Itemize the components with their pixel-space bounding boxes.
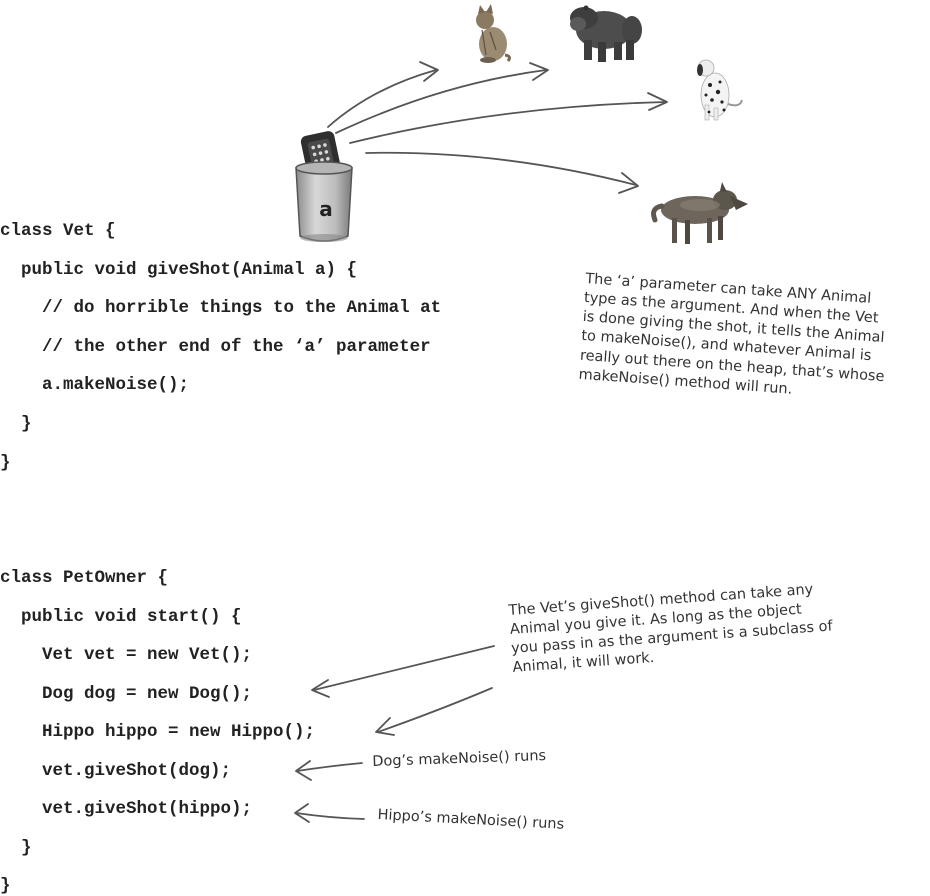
arrow-dog-noise bbox=[295, 760, 363, 781]
petowner-line-1: class PetOwner { bbox=[0, 568, 169, 588]
arrow-to-hippo-line bbox=[375, 687, 493, 736]
hippo-icon bbox=[570, 5, 642, 62]
petowner-line-2: public void start() { bbox=[0, 607, 242, 627]
wolf-icon bbox=[651, 182, 748, 244]
arrow-to-cat bbox=[327, 61, 439, 128]
vet-line-3: // do horrible things to the Animal at bbox=[0, 298, 442, 318]
petowner-line-7: vet.giveShot(hippo); bbox=[0, 799, 253, 819]
petowner-line-8: } bbox=[0, 838, 32, 858]
vet-line-5: a.makeNoise(); bbox=[0, 375, 190, 395]
remote-label: a bbox=[319, 197, 333, 221]
vet-line-7: } bbox=[0, 453, 11, 473]
petowner-line-6: vet.giveShot(dog); bbox=[0, 761, 232, 781]
vet-line-2: public void giveShot(Animal a) { bbox=[0, 260, 358, 280]
petowner-line-4: Dog dog = new Dog(); bbox=[0, 684, 253, 704]
arrow-hippo-noise bbox=[294, 803, 365, 823]
arrow-to-wolf bbox=[365, 151, 639, 194]
arrow-to-dog bbox=[349, 92, 668, 144]
vet-line-6: } bbox=[0, 414, 32, 434]
petowner-line-9: } bbox=[0, 876, 11, 896]
vet-line-1: class Vet { bbox=[0, 221, 116, 241]
remote-cup-icon bbox=[295, 131, 353, 242]
arrow-to-dog-line bbox=[311, 645, 495, 698]
cat-icon bbox=[476, 4, 511, 63]
vet-line-4: // the other end of the ‘a’ parameter bbox=[0, 337, 431, 357]
petowner-line-3: Vet vet = new Vet(); bbox=[0, 645, 253, 665]
arrow-to-hippo bbox=[335, 62, 549, 134]
petowner-line-5: Hippo hippo = new Hippo(); bbox=[0, 722, 316, 742]
dalmatian-icon bbox=[697, 59, 743, 121]
